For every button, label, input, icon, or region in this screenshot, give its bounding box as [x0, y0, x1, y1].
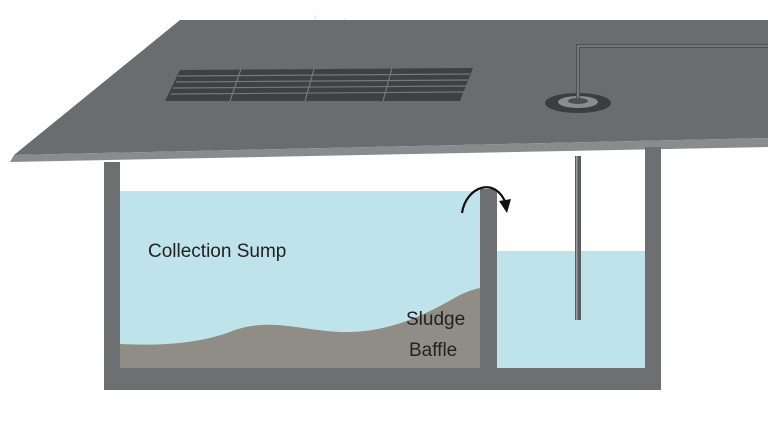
baffle-wall — [480, 189, 497, 368]
baffle-label: Baffle — [409, 340, 457, 361]
tank-structure — [104, 147, 661, 390]
floor-slab-edge — [10, 138, 768, 162]
discharge-pipe — [575, 156, 581, 320]
sludge-label: Sludge — [406, 309, 465, 330]
floor-grate-icon — [165, 67, 473, 102]
collection-sump-label: Collection Sump — [148, 241, 286, 262]
curved-arrow-icon — [460, 186, 511, 214]
floor-drain-icon — [545, 93, 611, 113]
discharge-pipe-highlight — [576, 156, 578, 320]
pipe-highlight — [577, 45, 768, 98]
sludge-layer — [120, 288, 482, 368]
discharge-water — [497, 251, 645, 368]
